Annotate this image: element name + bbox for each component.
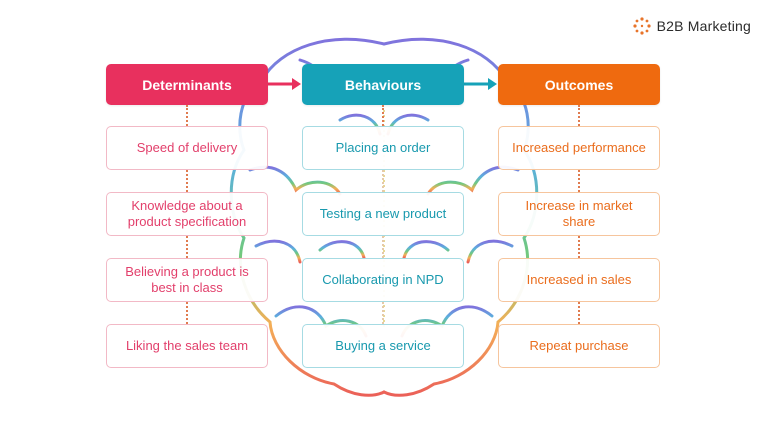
behaviour-card: Buying a service: [302, 324, 464, 368]
behaviours-header: Behaviours: [302, 64, 464, 105]
dotted-connector: [186, 105, 188, 126]
outcomes-header: Outcomes: [498, 64, 660, 105]
dotted-connector: [578, 105, 580, 126]
determinant-card: Liking the sales team: [106, 324, 268, 368]
arrow-right-icon: [464, 78, 497, 90]
behaviours-column: Behaviours Placing an order Testing a ne…: [302, 64, 464, 368]
outcomes-column: Outcomes Increased performance Increase …: [498, 64, 660, 368]
determinants-header: Determinants: [106, 64, 268, 105]
determinant-card: Knowledge about a product specification: [106, 192, 268, 236]
behaviour-card: Testing a new product: [302, 192, 464, 236]
dotted-connector: [186, 170, 188, 192]
outcome-card: Repeat purchase: [498, 324, 660, 368]
dotted-connector: [578, 302, 580, 324]
dotted-connector: [578, 170, 580, 192]
brand-logo: B2B Marketing: [632, 16, 751, 36]
dotted-connector: [186, 302, 188, 324]
behaviour-card: Placing an order: [302, 126, 464, 170]
dotted-connector: [382, 236, 384, 258]
dotted-connector: [382, 170, 384, 192]
behaviour-card: Collaborating in NPD: [302, 258, 464, 302]
brand-burst-icon: [632, 17, 651, 35]
determinant-card: Speed of delivery: [106, 126, 268, 170]
brand-name: B2B Marketing: [656, 18, 751, 34]
determinant-card: Believing a product is best in class: [106, 258, 268, 302]
determinants-column: Determinants Speed of delivery Knowledge…: [106, 64, 268, 368]
dotted-connector: [578, 236, 580, 258]
dotted-connector: [382, 302, 384, 324]
dotted-connector: [186, 236, 188, 258]
outcome-card: Increased performance: [498, 126, 660, 170]
outcome-card: Increased in sales: [498, 258, 660, 302]
outcome-card: Increase in market share: [498, 192, 660, 236]
arrow-right-icon: [268, 78, 301, 90]
dotted-connector: [382, 105, 384, 126]
